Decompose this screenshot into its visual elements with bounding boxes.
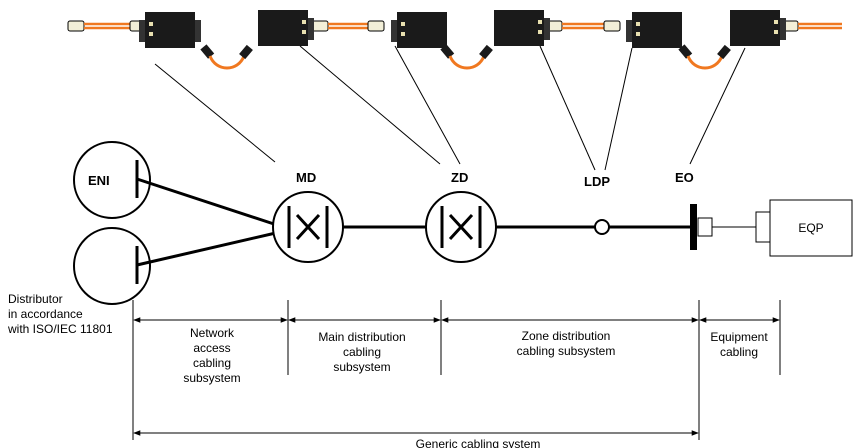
connector-block-icon: [494, 10, 550, 46]
connector-block-icon: [730, 10, 786, 46]
svg-text:cabling: cabling: [720, 345, 758, 359]
eo-outlet: [690, 204, 697, 250]
svg-text:cabling subsystem: cabling subsystem: [517, 344, 616, 358]
patch-cord-icon: [678, 44, 731, 70]
svg-text:access: access: [193, 341, 230, 355]
connector-block-icon: [626, 12, 682, 48]
eqp-box: [769, 199, 853, 257]
svg-text:Main distribution: Main distribution: [318, 330, 405, 344]
main-distribution-label: Main distribution cabling subsystem: [318, 330, 405, 374]
top-hardware-row: [67, 10, 842, 70]
eni-label: ENI: [88, 173, 110, 188]
connector-block-icon: [258, 10, 314, 46]
svg-text:Network: Network: [190, 326, 235, 340]
fiber-plug-icon: [67, 20, 147, 32]
fiber-plug-icon: [545, 20, 621, 32]
eo-label: EO: [675, 170, 694, 185]
eqp-label: EQP: [798, 221, 823, 235]
connector-block-icon: [391, 12, 447, 48]
zone-distribution-label: Zone distribution cabling subsystem: [517, 329, 616, 358]
svg-text:cabling: cabling: [193, 356, 231, 370]
zd-label: ZD: [451, 170, 468, 185]
svg-text:in accordance: in accordance: [8, 307, 83, 321]
fiber-plug-icon: [311, 20, 385, 32]
leader-lines: [154, 45, 746, 171]
distributor-circle: [73, 227, 151, 305]
md-label: MD: [296, 170, 316, 185]
dimension-lines: [132, 300, 781, 440]
ldp-label: LDP: [584, 174, 610, 189]
generic-cabling-label: Generic cabling system: [416, 437, 541, 448]
eni-circle: [73, 141, 151, 219]
svg-text:Distributor: Distributor: [8, 292, 63, 306]
svg-text:with ISO/IEC 11801: with ISO/IEC 11801: [7, 322, 113, 336]
ldp-point: [594, 219, 610, 235]
connector-block-icon: [139, 12, 201, 48]
svg-text:subsystem: subsystem: [333, 360, 390, 374]
svg-text:Equipment: Equipment: [710, 330, 768, 344]
svg-text:cabling: cabling: [343, 345, 381, 359]
distributor-note: Distributor in accordance with ISO/IEC 1…: [7, 292, 113, 336]
topology: [73, 141, 853, 305]
fiber-plug-icon: [781, 20, 842, 32]
equipment-cabling-label: Equipment cabling: [710, 330, 768, 359]
patch-cord-icon: [200, 44, 253, 70]
patch-cord-icon: [440, 44, 493, 70]
svg-text:Zone distribution: Zone distribution: [522, 329, 611, 343]
svg-text:subsystem: subsystem: [183, 371, 240, 385]
network-access-label: Network access cabling subsystem: [183, 326, 240, 385]
